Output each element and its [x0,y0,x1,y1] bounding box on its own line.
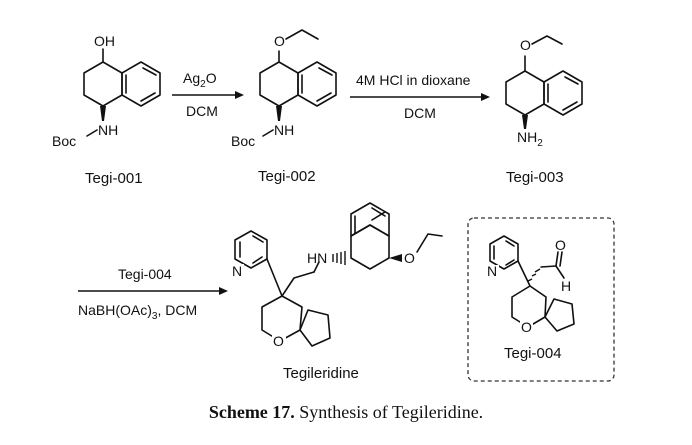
tegi-001-nh: NH [98,122,118,138]
tegileridine-benzene-ring [350,202,390,237]
tegi-002-ethoxy-chain [285,29,319,40]
tegi-004-structure: N O H O [486,235,575,335]
tegileridine-hn: HN [307,250,327,266]
tegi-001-oh: OH [94,33,115,49]
step2-solvent: DCM [404,105,436,121]
tegi-001-benzene-ring [121,61,161,107]
scheme-caption: Scheme 17. Synthesis of Tegileridine. [0,402,692,423]
tegi-002-boc: Boc [231,133,255,149]
tegi-003-wedge-bond [522,115,528,129]
tegi-003-aliphatic-ring [505,70,545,116]
tegileridine-label: Tegileridine [283,365,359,382]
tegi-003-structure: O NH2 [505,35,583,149]
tegileridine-hashed-bond [332,251,346,265]
tegileridine-ethyl-linker [281,271,315,297]
step2-reagent: 4M HCl in dioxane [356,72,471,88]
tegileridine-pyridine-ring [234,230,268,269]
tegi-001-wedge-bond [100,106,106,121]
tegi-004-aldehyde-chain [540,265,565,279]
tegileridine-wedge-bond [389,254,402,262]
step3-conditions: NaBH(OAc)3, DCM [78,302,197,322]
tegi-002-aliphatic-ring [259,61,299,107]
tegi-002-benzene-ring [297,61,337,107]
tegi-003-nh2: NH2 [517,129,543,149]
tegileridine-n-pyridine: N [232,263,242,279]
caption-text: Synthesis of Tegileridine. [299,402,484,422]
tegi-002-wedge-bond [276,106,282,121]
tegileridine-cyclopentane-ring [299,309,331,347]
tegi-004-cyclopentane-ring [544,298,575,332]
tegileridine-o-ether: O [404,250,415,266]
tegileridine-structure: N O HN O [231,202,443,349]
tegi-004-h: H [561,278,571,294]
step1-solvent: DCM [186,103,218,119]
tegi-003-benzene-ring [543,70,583,116]
tegi-003-ethoxy-chain [531,35,563,45]
tegi-004-o-ring: O [521,319,532,335]
tegi-001-label: Tegi-001 [85,170,143,187]
caption-label: Scheme 17. [208,402,295,422]
tegi-004-n: N [487,263,497,279]
tegi-004-hashed-bond [527,268,541,282]
tegileridine-o-ring: O [273,333,284,349]
tegi-001-boc: Boc [52,133,76,149]
tegi-004-pyridine-ring [489,235,519,270]
tegi-002-o: O [274,33,285,49]
tegileridine-ethoxy-chain [416,233,443,253]
tegi-002-label: Tegi-002 [258,168,316,185]
tegi-004-label: Tegi-004 [504,345,562,362]
tegi-003-o: O [520,37,531,53]
tegi-004-o-aldehyde: O [555,237,566,253]
tegi-003-label: Tegi-003 [506,169,564,186]
tegi-002-nh: NH [274,122,294,138]
step1-reagent: Ag2O [183,70,217,90]
step3-reagent: Tegi-004 [118,266,172,282]
tegi-004-dashed-box [467,217,615,382]
tegi-001-structure: OH NH Boc [52,33,161,149]
tegileridine-aliphatic-ring [350,224,390,270]
tegi-002-structure: O NH Boc [231,29,337,149]
tegi-001-aliphatic-ring [83,61,123,107]
